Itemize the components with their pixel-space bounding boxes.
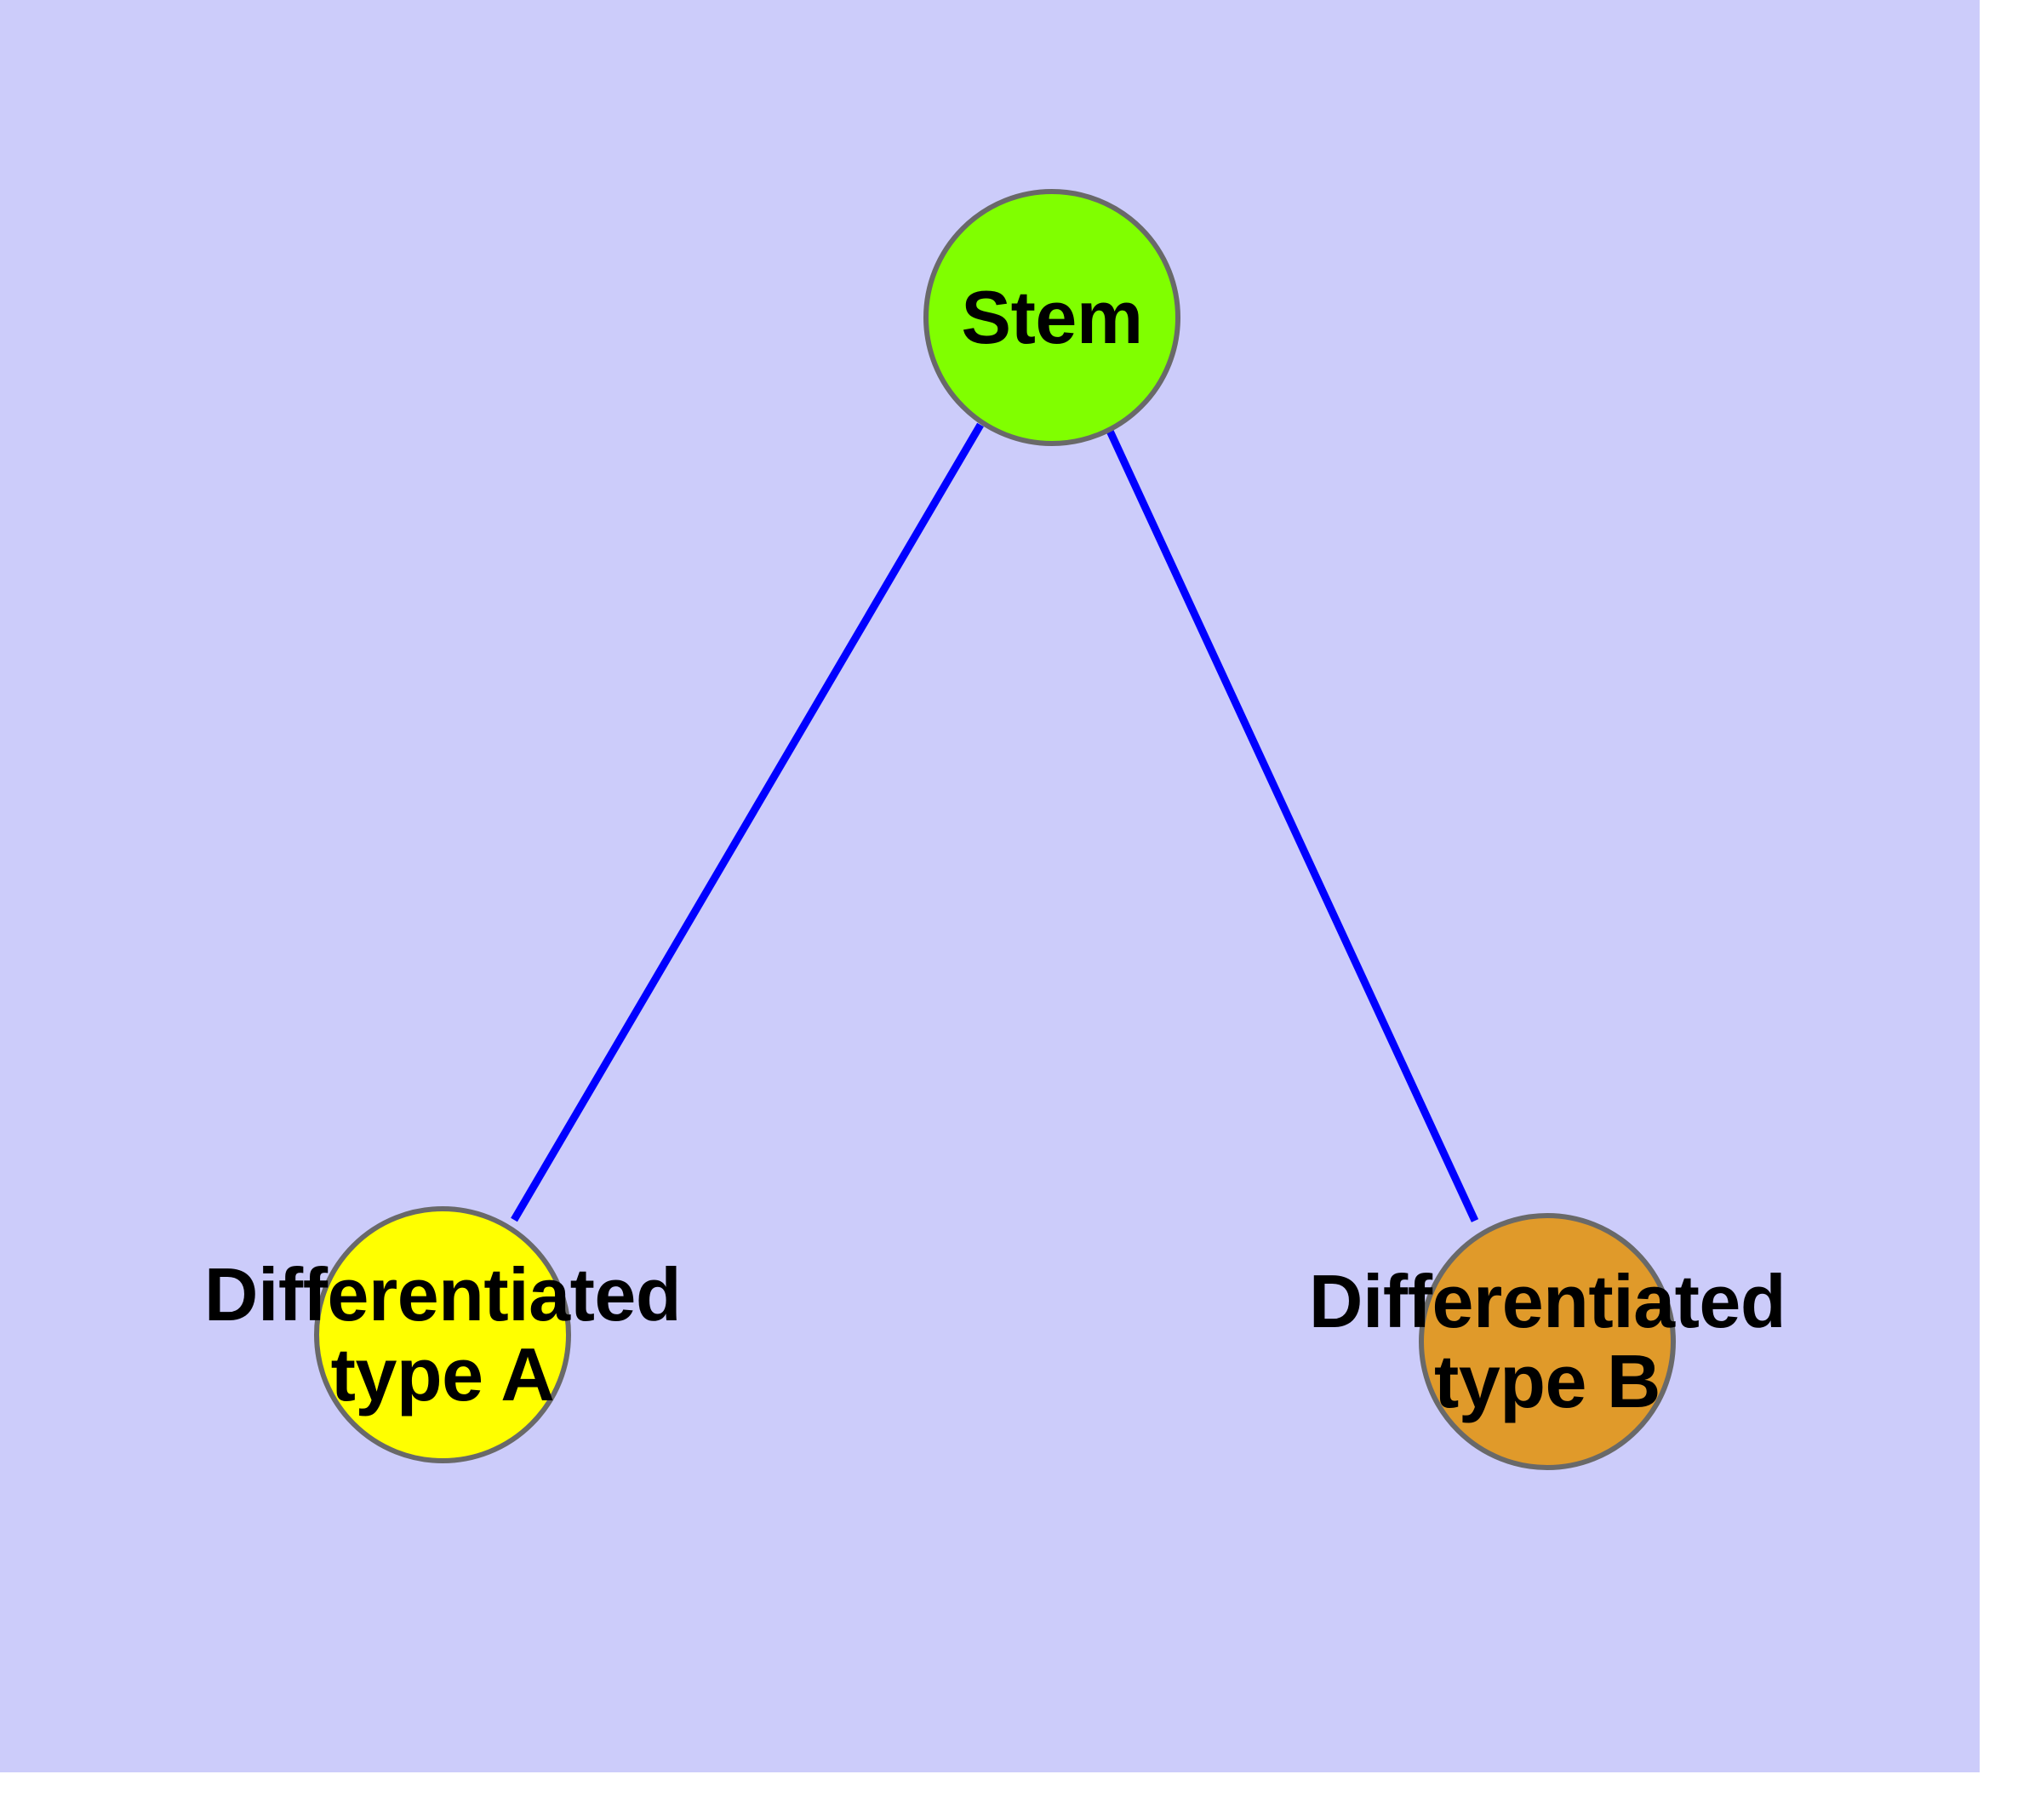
node-label-stem: Stem — [961, 274, 1143, 359]
edge-layer — [511, 422, 1479, 1222]
edge-stem-to-differentiated-type-b[interactable] — [1105, 427, 1479, 1222]
node-differentiated-type-b[interactable] — [1419, 1213, 1676, 1470]
node-label-line-2: type B — [1434, 1339, 1660, 1423]
edge-stem-to-differentiated-type-a[interactable] — [511, 422, 984, 1222]
node-label-line-1: Differentiated — [203, 1251, 682, 1336]
node-label-line-2: type A — [330, 1332, 555, 1417]
node-label-line-1: Differentiated — [1308, 1258, 1786, 1343]
node-stem[interactable] — [923, 189, 1180, 446]
node-layer — [314, 189, 1676, 1470]
node-differentiated-type-a[interactable] — [314, 1206, 571, 1463]
